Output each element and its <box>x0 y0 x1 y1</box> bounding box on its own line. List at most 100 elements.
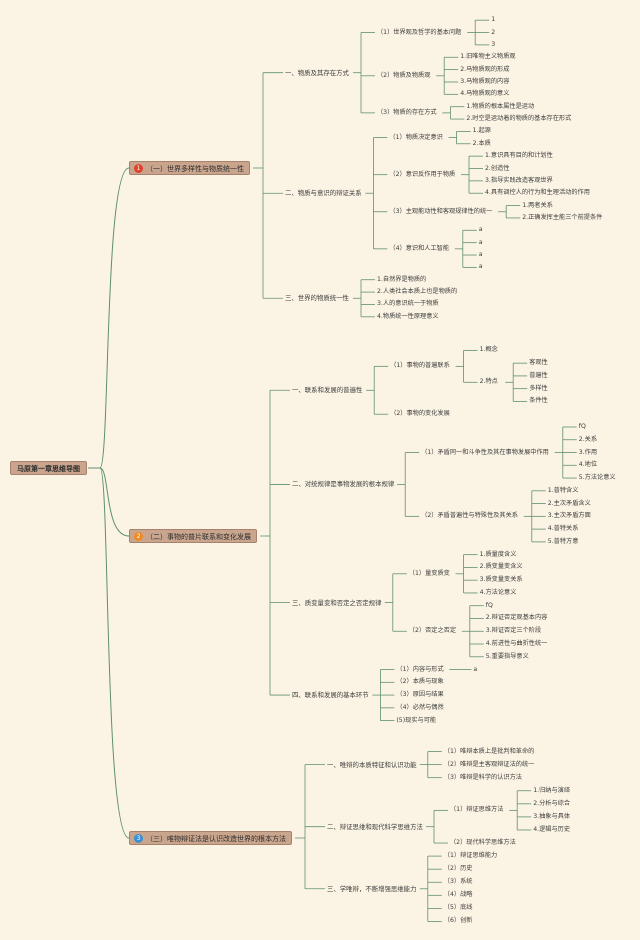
subtopic-node[interactable]: 4.物质统一性原理意义 <box>377 312 439 320</box>
topic-node[interactable]: 二、对统规律是事物发展的根本规律 <box>292 480 395 489</box>
leaf-node[interactable]: 4.具有调控人的行为和生理活动的作用 <box>484 189 590 197</box>
subtopic-node[interactable]: (5)现实与可能 <box>396 716 437 724</box>
leaf-node[interactable]: 5.重要指导意义 <box>485 652 529 660</box>
root-node[interactable]: 马原第一章思维导图 <box>10 461 87 475</box>
leaf-node[interactable]: 4.方法论意义 <box>479 588 517 596</box>
topic-node[interactable]: 一、物质及其存在方式 <box>285 68 349 77</box>
leaf-node[interactable]: 2.本质 <box>472 139 491 147</box>
leaf-node[interactable]: 4.前进性与曲折性统一 <box>485 640 548 648</box>
leaf-node[interactable]: 1.归纳与演绎 <box>533 786 571 794</box>
connector-line <box>99 167 130 469</box>
subtopic-node[interactable]: （3）原因与结果 <box>396 691 444 699</box>
topic-node[interactable]: 三、学唯辩，不断增强思维能力 <box>327 884 417 893</box>
leaf-node[interactable]: 4.普特关系 <box>547 525 579 533</box>
leaf-node[interactable]: 2.时空是运动着的物质的基本存在形式 <box>466 115 572 123</box>
subtopic-node[interactable]: （1）物质决定意识 <box>389 133 443 141</box>
leaf-node[interactable]: fQ <box>485 601 493 609</box>
subtopic-node[interactable]: （2）否定之否定 <box>408 627 457 635</box>
subtopic-node[interactable]: （5）底线 <box>443 904 473 912</box>
leaf-node[interactable]: 2.分析与综合 <box>533 799 571 807</box>
topic-node[interactable]: 三、世界的物质统一性 <box>285 294 349 303</box>
leaf-node[interactable]: 4.逻辑与历史 <box>533 825 571 833</box>
subtopic-node[interactable]: （3）主观能动性和客观规律性的统一 <box>389 207 493 215</box>
leaf-node[interactable]: 条件性 <box>529 397 548 405</box>
subtopic-node[interactable]: （3）系统 <box>443 878 473 886</box>
leaf-node[interactable]: 1.普特含义 <box>547 486 579 494</box>
topic-node[interactable]: 一、联系和发展的普遍性 <box>292 386 363 395</box>
subtopic-node[interactable]: （2）历史 <box>443 865 473 873</box>
leaf-node[interactable]: 3.马物质观的内容 <box>460 77 510 85</box>
leaf-node[interactable]: 多样性 <box>529 384 548 392</box>
leaf-node[interactable]: 4.马物质观的意义 <box>460 90 510 98</box>
leaf-node[interactable]: 5.普特方意 <box>547 537 579 545</box>
subtopic-node[interactable]: （1）内容与形式 <box>396 665 444 673</box>
subtopic-node[interactable]: （2）物质及物质观 <box>377 71 431 79</box>
subtopic-node[interactable]: （4）战略 <box>443 891 473 899</box>
subtopic-node[interactable]: （1）唯辩本质上是批判和革命的 <box>443 747 535 755</box>
leaf-node[interactable]: 2.主次矛盾含义 <box>547 499 591 507</box>
leaf-node[interactable]: 1.起源 <box>472 127 491 135</box>
subtopic-node[interactable]: （3）物质的存在方式 <box>377 108 437 116</box>
leaf-node[interactable]: 2.马物质观的形成 <box>460 65 510 73</box>
section-node[interactable]: 1（一）世界多样性与物质统一性 <box>129 161 250 175</box>
leaf-node[interactable]: 2.质变量变含义 <box>479 563 523 571</box>
subtopic-node[interactable]: （1）事物的普遍联系 <box>390 362 450 370</box>
section-title: （三）唯物辩证法是认识改造世界的根本方法 <box>146 835 286 843</box>
leaf-node[interactable]: 2 <box>491 28 496 36</box>
leaf-node[interactable]: 1.质量度含义 <box>479 550 517 558</box>
subtopic-node[interactable]: （2）事物的变化发展 <box>390 410 450 418</box>
leaf-node[interactable]: 3 <box>491 40 496 48</box>
subtopic-node[interactable]: （2）矛盾普遍性与特殊性及其关系 <box>421 512 518 520</box>
subtopic-node[interactable]: （1）辩证思维能力 <box>443 852 498 860</box>
subtopic-node[interactable]: （1）世界观及哲学的基本问题 <box>377 28 462 36</box>
leaf-node[interactable]: 3.作用 <box>578 448 598 456</box>
leaf-node[interactable]: 5.方法论意义 <box>578 474 616 482</box>
section-node[interactable]: 3（三）唯物辩证法是认识改造世界的根本方法 <box>129 831 292 845</box>
leaf-node[interactable]: 1.两者关系 <box>522 201 553 209</box>
leaf-node[interactable]: 3.抽象与具体 <box>533 812 571 820</box>
leaf-node[interactable]: 3.质变量变关系 <box>479 576 523 584</box>
leaf-node[interactable]: a <box>478 226 483 234</box>
topic-node[interactable]: 三、质变量变和否定之否定规律 <box>292 598 382 607</box>
leaf-node[interactable]: 普遍性 <box>529 371 548 379</box>
leaf-node[interactable]: 客观性 <box>529 359 548 367</box>
subtopic-node[interactable]: （3）唯辩是科学的认识方法 <box>443 773 522 781</box>
subtopic-node[interactable]: （1）辩证思维方法 <box>450 806 504 814</box>
leaf-node[interactable]: 3.主次矛盾方面 <box>547 512 591 520</box>
leaf-node[interactable]: fQ <box>578 422 586 430</box>
leaf-node[interactable]: 2.特点 <box>479 378 498 386</box>
leaf-node[interactable]: 2.关系 <box>578 435 598 443</box>
leaf-node[interactable]: 1 <box>491 16 496 24</box>
leaf-node[interactable]: a <box>473 665 478 673</box>
subtopic-node[interactable]: （4）必然与偶然 <box>396 703 444 711</box>
topic-node[interactable]: 一、唯辩的本质特征和认识功能 <box>327 760 417 769</box>
subtopic-node[interactable]: 1.自然界是物质的 <box>377 275 427 283</box>
leaf-node[interactable]: 2.正确发挥主能三个前提条件 <box>522 213 603 221</box>
subtopic-node[interactable]: （4）意识和人工智能 <box>389 244 450 252</box>
leaf-node[interactable]: 1.物质的根本属性是运动 <box>466 102 535 110</box>
leaf-node[interactable]: 3.指导实践改造客观世界 <box>484 176 553 184</box>
leaf-node[interactable]: 3.辩证否定三个阶段 <box>485 627 542 635</box>
subtopic-node[interactable]: 2.人类社会本质上也是物质的 <box>377 288 458 296</box>
subtopic-node[interactable]: （1）量变质变 <box>408 569 450 577</box>
topic-node[interactable]: 四、联系和发展的基本环节 <box>292 691 369 700</box>
subtopic-node[interactable]: （6）创新 <box>443 917 473 925</box>
leaf-node[interactable]: 2.辩证否定观基本内容 <box>485 614 548 622</box>
leaf-node[interactable]: 1.概念 <box>479 346 498 354</box>
topic-node[interactable]: 二、物质与意识的辩证关系 <box>285 189 362 198</box>
subtopic-node[interactable]: （2）本质与现象 <box>396 678 444 686</box>
subtopic-node[interactable]: （1）矛盾同一和斗争性及其在事物发展中作用 <box>421 448 549 456</box>
leaf-node[interactable]: a <box>478 238 483 246</box>
subtopic-node[interactable]: （2）现代科学思维方法 <box>450 839 516 847</box>
leaf-node[interactable]: 1.意识具有目的和计划性 <box>484 152 553 160</box>
section-node[interactable]: 2（二）事物的普片联系和变化发展 <box>129 529 257 543</box>
subtopic-node[interactable]: （2）唯辩是主客观辩证法的统一 <box>443 760 535 768</box>
leaf-node[interactable]: a <box>478 251 483 259</box>
subtopic-node[interactable]: 3.人的意识统一于物质 <box>377 300 439 308</box>
leaf-node[interactable]: 4.地位 <box>578 461 598 469</box>
leaf-node[interactable]: 1.旧唯物主义物质观 <box>460 53 516 61</box>
leaf-node[interactable]: a <box>478 263 483 271</box>
leaf-node[interactable]: 2.创造性 <box>484 164 510 172</box>
subtopic-node[interactable]: （2）意识反作用于物质 <box>389 170 456 178</box>
topic-node[interactable]: 二、辩证思维和现代科学思维方法 <box>327 822 423 831</box>
